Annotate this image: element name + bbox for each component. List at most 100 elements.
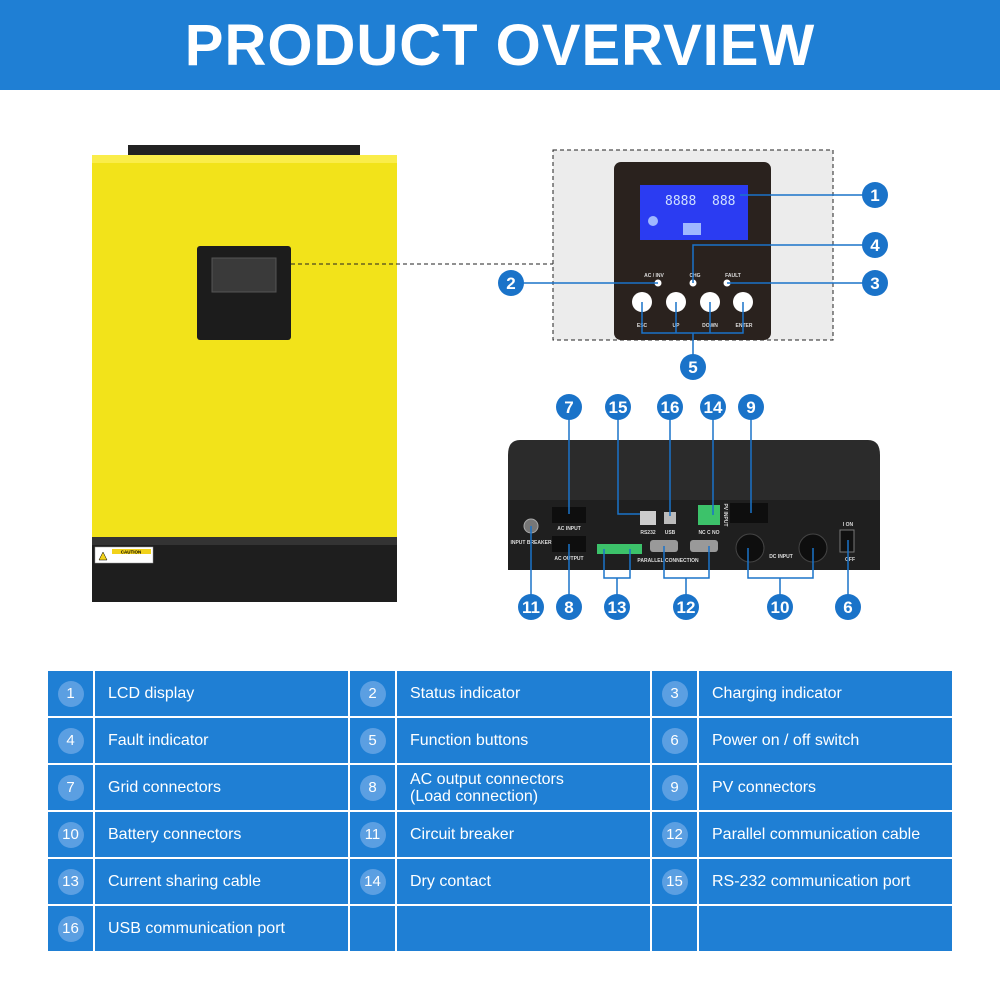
svg-text:2: 2 xyxy=(506,274,515,293)
switch-on-label: I ON xyxy=(843,522,854,528)
legend-description: RS-232 communication port xyxy=(699,859,952,904)
legend-number-cell: 12 xyxy=(652,812,697,857)
caution-text: CAUTION xyxy=(121,550,142,555)
caution-label: CAUTION xyxy=(94,546,154,564)
product-illustration: CAUTION 8888 888 AC / INV CHG FAULT ESC … xyxy=(92,145,888,620)
callout-10: 10 xyxy=(767,594,793,620)
svg-text:15: 15 xyxy=(609,398,628,417)
pv-connector xyxy=(730,503,768,523)
callout-1: 1 xyxy=(862,182,888,208)
callout-12: 12 xyxy=(673,594,699,620)
legend-number-badge: 1 xyxy=(57,680,84,707)
svg-text:11: 11 xyxy=(522,598,540,617)
legend-number-badge: 11 xyxy=(359,821,386,848)
svg-text:7: 7 xyxy=(564,398,573,417)
switch-off-label: OFF xyxy=(845,557,855,563)
legend-number-badge: 12 xyxy=(661,821,688,848)
legend-description: AC output connectors (Load connection) xyxy=(397,765,650,810)
legend-number-badge: 4 xyxy=(57,727,84,754)
legend-number-badge: 10 xyxy=(57,821,84,848)
callout-4: 4 xyxy=(862,232,888,258)
power-switch xyxy=(839,529,855,553)
legend-number-badge: 6 xyxy=(661,727,688,754)
callout-2: 2 xyxy=(498,270,524,296)
legend-number-cell: 4 xyxy=(48,718,93,763)
warning-icon xyxy=(98,551,108,561)
callout-7: 7 xyxy=(556,394,582,420)
svg-text:3: 3 xyxy=(870,274,879,293)
legend-number-cell: 15 xyxy=(652,859,697,904)
usb-port xyxy=(664,512,676,524)
rs232-port xyxy=(640,511,656,525)
legend-description: Charging indicator xyxy=(699,671,952,716)
legend-number-badge: 15 xyxy=(661,868,688,895)
legend-number-cell: 8 xyxy=(350,765,395,810)
battery-connector-1 xyxy=(735,533,765,563)
legend-description: Current sharing cable xyxy=(95,859,348,904)
svg-text:5: 5 xyxy=(688,358,697,377)
dc-input-label: DC INPUT xyxy=(769,554,793,560)
legend-description: Fault indicator xyxy=(95,718,348,763)
legend-description xyxy=(699,906,952,951)
legend-description: Battery connectors xyxy=(95,812,348,857)
inverter-front: CAUTION xyxy=(92,145,553,602)
legend-number-badge: 13 xyxy=(57,868,84,895)
callout-badges: 1 2 3 4 5 6 7 8 9 10 11 12 13 14 15 16 xyxy=(498,182,888,620)
legend-number-badge: 16 xyxy=(57,915,84,942)
svg-text:8888: 8888 xyxy=(665,194,696,209)
legend-description: Parallel communication cable xyxy=(699,812,952,857)
usb-label: USB xyxy=(665,530,676,536)
svg-text:8: 8 xyxy=(564,598,573,617)
svg-text:888: 888 xyxy=(712,194,735,209)
dry-contact-terminal xyxy=(698,505,720,525)
legend-number-cell: 11 xyxy=(350,812,395,857)
legend-number-cell: 1 xyxy=(48,671,93,716)
header-banner: PRODUCT OVERVIEW xyxy=(0,0,1000,90)
legend-description: PV connectors xyxy=(699,765,952,810)
inverter-rear: AC INPUT AC OUTPUT INPUT BREAKER RS232 U… xyxy=(508,440,880,570)
legend-description: Power on / off switch xyxy=(699,718,952,763)
ac-input-connector xyxy=(552,507,586,523)
legend-number-cell: 14 xyxy=(350,859,395,904)
legend-number-cell: 3 xyxy=(652,671,697,716)
legend-number-badge: 2 xyxy=(359,680,386,707)
page-title: PRODUCT OVERVIEW xyxy=(184,12,816,78)
svg-text:16: 16 xyxy=(661,398,680,417)
callout-3: 3 xyxy=(862,270,888,296)
parallel-connection-label: PARALLEL CONNECTION xyxy=(637,558,699,564)
callout-11: 11 xyxy=(518,594,544,620)
legend-description: Status indicator xyxy=(397,671,650,716)
callout-lines xyxy=(511,194,875,607)
rs232-label: RS232 xyxy=(640,530,656,536)
indicator-label-chg: CHG xyxy=(689,273,700,279)
indicators: AC / INV CHG FAULT xyxy=(644,273,741,287)
legend-number-cell: 9 xyxy=(652,765,697,810)
legend-number-cell: 2 xyxy=(350,671,395,716)
parallel-port-2 xyxy=(690,540,718,552)
callout-13: 13 xyxy=(604,594,630,620)
enter-label: ENTER xyxy=(736,323,753,329)
legend-description: Dry contact xyxy=(397,859,650,904)
legend-number-cell xyxy=(652,906,697,951)
svg-text:9: 9 xyxy=(746,398,755,417)
legend-description: Grid connectors xyxy=(95,765,348,810)
legend-number-badge: 14 xyxy=(359,868,386,895)
legend-description: Circuit breaker xyxy=(397,812,650,857)
legend-number-badge: 8 xyxy=(359,774,386,801)
indicator-label-ac-inv: AC / INV xyxy=(644,273,664,279)
legend-number-badge: 9 xyxy=(661,774,688,801)
svg-text:12: 12 xyxy=(677,598,696,617)
legend-number-badge: 3 xyxy=(661,680,688,707)
callout-6: 6 xyxy=(835,594,861,620)
indicator-label-fault: FAULT xyxy=(725,273,741,279)
callout-15: 15 xyxy=(605,394,631,420)
legend-number-badge: 7 xyxy=(57,774,84,801)
legend-description: Function buttons xyxy=(397,718,650,763)
svg-text:6: 6 xyxy=(843,598,852,617)
svg-text:4: 4 xyxy=(870,236,880,255)
legend-number-cell: 16 xyxy=(48,906,93,951)
front-lcd xyxy=(211,257,277,293)
callout-14: 14 xyxy=(700,394,726,420)
ac-input-label: AC INPUT xyxy=(557,526,581,532)
